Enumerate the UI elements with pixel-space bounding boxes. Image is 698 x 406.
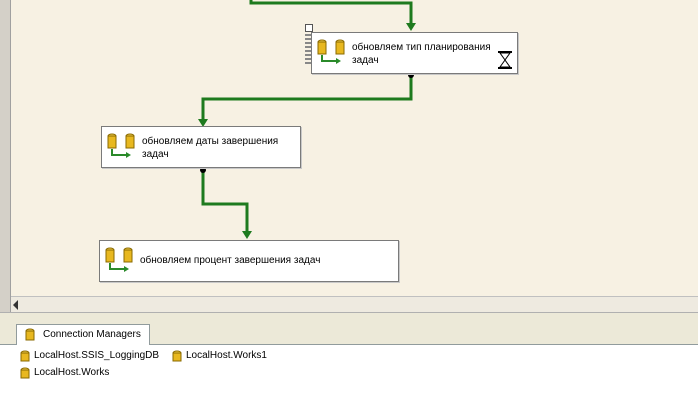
tab-label: Connection Managers — [43, 329, 141, 340]
selection-handle-left[interactable] — [305, 34, 311, 64]
arrowhead-task3 — [242, 231, 252, 239]
pane-splitter[interactable] — [0, 312, 698, 321]
connection-item[interactable]: LocalHost.Works1 — [170, 349, 267, 363]
precedence-connectors — [198, 0, 416, 239]
scroll-left-arrow-icon[interactable] — [13, 300, 18, 310]
data-flow-task-icon — [317, 39, 345, 64]
arrowhead-task2 — [198, 119, 208, 127]
connection-item[interactable]: LocalHost.SSIS_LoggingDB — [18, 349, 159, 363]
connection-managers-panel: LocalHost.SSIS_LoggingDB LocalHost.Works… — [0, 345, 698, 406]
connector-task2-to-task3[interactable] — [201, 170, 249, 236]
arrowhead-task1 — [406, 23, 416, 31]
connection-item-label: LocalHost.Works1 — [186, 350, 267, 361]
task-label-line2: задач — [352, 55, 379, 66]
task-label-line2: задач — [142, 149, 169, 160]
task-label: обновляем даты завершения задач — [142, 135, 278, 161]
database-icon — [20, 367, 30, 379]
connection-item-label: LocalHost.SSIS_LoggingDB — [34, 350, 160, 361]
connector-from-previous[interactable] — [249, 0, 413, 28]
connection-managers-tabbar: Connection Managers — [0, 320, 698, 345]
database-icon — [25, 328, 35, 341]
data-flow-task-icon — [107, 133, 135, 158]
hourglass-icon — [498, 51, 512, 69]
database-icon — [172, 350, 182, 362]
task-update-completion-percent[interactable]: обновляем процент завершения задач — [99, 240, 399, 282]
data-flow-task-icon — [105, 247, 133, 272]
control-flow-canvas[interactable]: обновляем тип планирования задач обновля… — [11, 0, 698, 296]
task-update-planning-type[interactable]: обновляем тип планирования задач — [311, 32, 518, 74]
connector-task1-to-task2[interactable] — [201, 74, 413, 124]
left-edge-bar — [0, 0, 11, 312]
connector-start-dot-task2 — [200, 167, 206, 173]
connection-item[interactable]: LocalHost.Works — [18, 366, 109, 380]
selection-handle-top-left[interactable] — [305, 24, 313, 32]
task-label: обновляем тип планирования задач — [352, 41, 491, 67]
task-update-completion-dates[interactable]: обновляем даты завершения задач — [101, 126, 301, 168]
task-label-line1: обновляем процент завершения задач — [140, 255, 321, 266]
database-icon — [20, 350, 30, 362]
task-label: обновляем процент завершения задач — [140, 254, 320, 267]
connection-item-label: LocalHost.Works — [34, 367, 110, 378]
task-label-line1: обновляем тип планирования — [352, 42, 491, 53]
tab-connection-managers[interactable]: Connection Managers — [16, 324, 150, 345]
horizontal-scrollbar[interactable] — [11, 296, 698, 313]
task-label-line1: обновляем даты завершения — [142, 136, 279, 147]
